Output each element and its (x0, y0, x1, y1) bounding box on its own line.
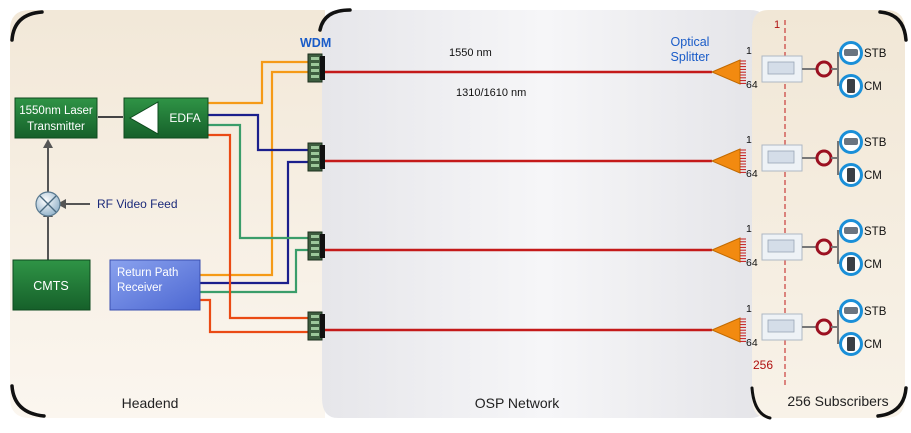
wdm-port (311, 63, 319, 66)
stb-shape (844, 138, 858, 145)
osp-region (322, 10, 768, 418)
wdm-port (311, 315, 319, 318)
edfa-label: EDFA (169, 111, 200, 125)
wire-redorange (208, 133, 308, 320)
wire-green-return (200, 248, 308, 294)
cm-label: CM (864, 81, 882, 93)
fiber-lane (307, 41, 863, 98)
stb-shape (844, 49, 858, 56)
laser-transmitter-label-line2: Transmitter (27, 121, 85, 133)
wdm-port (311, 69, 319, 72)
wire-green (208, 123, 308, 240)
osp-region-label: OSP Network (475, 395, 561, 411)
cmts-box (12, 259, 91, 311)
splitter-label-line1: Optical (671, 35, 710, 49)
wavelength-downstream-label: 1550 nm (449, 47, 492, 59)
stb-shape (844, 227, 858, 234)
fiber-lane (307, 130, 863, 187)
return-path-receiver-box (109, 259, 201, 311)
splitter-port-last: 64 (746, 168, 758, 180)
corner-brush-bottom-right (876, 386, 908, 418)
corner-brush-bottom-left (10, 384, 46, 418)
splitter-label-line2: Splitter (671, 50, 710, 64)
wire-navy-return (200, 160, 308, 285)
corner-brush-top-osp (318, 8, 352, 32)
splitter-port-last: 64 (746, 337, 758, 349)
wdm-connector (320, 234, 325, 258)
wdm-connector (320, 145, 325, 169)
corner-brush-top-left (10, 10, 44, 42)
cm-label: CM (864, 170, 882, 182)
wdm-label: WDM (300, 36, 331, 50)
wdm-port (311, 241, 319, 244)
amplifier-icon (128, 101, 159, 135)
splitter-port-first: 1 (746, 303, 752, 315)
cm-shape (847, 257, 855, 271)
splitter-port-last: 64 (746, 79, 758, 91)
wdm-port (311, 146, 319, 149)
ont-panel (767, 239, 795, 253)
wire-orange-return (200, 70, 308, 277)
cm-shape (847, 79, 855, 93)
fiber-lane (307, 219, 863, 276)
wdm-port (311, 152, 319, 155)
wdm-port (311, 247, 319, 250)
wdm-port (311, 57, 319, 60)
corner-brush-osp-right (750, 386, 772, 420)
headend-region-label: Headend (122, 395, 179, 411)
wire-navy (208, 113, 308, 152)
cm-label: CM (864, 339, 882, 351)
wavelength-upstream-label: 1310/1610 nm (456, 87, 526, 99)
laser-transmitter-label-line1: 1550nm Laser (19, 105, 93, 117)
wdm-port (311, 321, 319, 324)
ont-panel (767, 319, 795, 333)
return-path-label-line1: Return Path (117, 267, 178, 279)
wire-orange (208, 60, 308, 105)
splitter-port-first: 1 (746, 223, 752, 235)
cm-shape (847, 168, 855, 182)
corner-brush-top-right (878, 10, 908, 42)
wire-redorange-return (200, 298, 308, 334)
wdm-port (311, 333, 319, 336)
cmts-label: CMTS (33, 279, 68, 293)
splitter-port-first: 1 (746, 45, 752, 57)
ont-panel (767, 150, 795, 164)
cm-shape (847, 337, 855, 351)
return-path-label-line2: Receiver (117, 282, 163, 294)
splitter-port-first: 1 (746, 134, 752, 146)
cm-label: CM (864, 259, 882, 271)
wdm-port (311, 235, 319, 238)
stb-label: STB (864, 48, 887, 60)
wdm-port (311, 75, 319, 78)
headend-wiring (98, 60, 308, 334)
subscribers-region-label: 256 Subscribers (787, 393, 888, 409)
wdm-port (311, 158, 319, 161)
splitter-port-last: 64 (746, 257, 758, 269)
stb-shape (844, 307, 858, 314)
wdm-port (311, 253, 319, 256)
fiber-lane (307, 299, 863, 356)
subscriber-count-first: 1 (774, 19, 780, 31)
rf-video-feed-label: RF Video Feed (97, 197, 178, 211)
stb-label: STB (864, 226, 887, 238)
stb-label: STB (864, 306, 887, 318)
wdm-port (311, 327, 319, 330)
stb-label: STB (864, 137, 887, 149)
ont-panel (767, 61, 795, 75)
wdm-connector (320, 56, 325, 80)
subscriber-count-last: 256 (753, 358, 773, 372)
wdm-port (311, 164, 319, 167)
laser-transmitter-box (14, 97, 98, 139)
wdm-connector (320, 314, 325, 338)
